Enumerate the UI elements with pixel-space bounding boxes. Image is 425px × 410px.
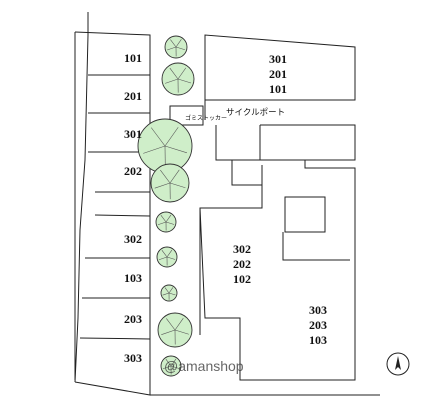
- tree-branch: [164, 287, 170, 294]
- tree-branch: [154, 182, 171, 189]
- room-box: [284, 196, 326, 233]
- tree-branch: [169, 67, 179, 80]
- building-3-rooms: 303 203 103: [298, 303, 338, 348]
- tree-branch: [162, 365, 172, 370]
- parking-label: 301: [124, 127, 142, 141]
- tree-branch: [175, 46, 186, 51]
- parking-label: 303: [124, 351, 142, 365]
- room-label: 302: [233, 242, 251, 256]
- tree-branch: [151, 127, 166, 147]
- room-label: 103: [309, 333, 327, 347]
- tree-branch: [166, 318, 176, 331]
- building-1-outline: [204, 34, 356, 101]
- tree-branch: [166, 249, 173, 258]
- tree-branch: [160, 169, 171, 184]
- room-label: 301: [269, 52, 287, 66]
- tree-branch: [160, 215, 167, 223]
- tree-branch: [177, 78, 192, 84]
- tree-branch: [165, 221, 175, 225]
- tree-branch: [169, 169, 180, 184]
- tree-branch: [168, 287, 174, 294]
- tree-branch: [165, 214, 172, 223]
- tree-branch: [157, 221, 167, 226]
- room-label: 102: [233, 272, 251, 286]
- tree-branch: [165, 359, 172, 367]
- watermark: @amanshop: [164, 358, 244, 374]
- tree-branch: [170, 39, 177, 48]
- tree-branch: [165, 78, 179, 84]
- cycle-port-label: サイクルポート: [226, 108, 286, 118]
- tree-branch: [170, 365, 180, 369]
- parking-label: 201: [124, 89, 142, 103]
- tree-branch: [174, 318, 184, 331]
- road-boundary-line: [74, 12, 89, 383]
- room-label: 303: [309, 303, 327, 317]
- garbage-stocker-outline: [169, 105, 204, 126]
- building-2-outline: [199, 160, 356, 381]
- parking-area-outline: [74, 31, 151, 396]
- building-1-rooms: 301 201 101: [258, 52, 298, 97]
- tree-branch: [143, 145, 166, 154]
- tree-branch: [167, 46, 177, 51]
- room-label: 201: [269, 67, 287, 81]
- parking-label: 101: [124, 51, 142, 65]
- parking-label: 103: [124, 271, 142, 285]
- tree-branch: [166, 256, 176, 260]
- tree-branch: [162, 292, 170, 296]
- tree-branch: [174, 329, 189, 335]
- tree-branch: [169, 182, 186, 189]
- tree-branch: [177, 67, 187, 80]
- tree-branch: [164, 127, 179, 147]
- tree-branch: [164, 145, 188, 154]
- room-label: 203: [309, 318, 327, 332]
- building-2-rooms: 302 202 102: [222, 242, 262, 287]
- cycle-port-outline: [215, 125, 261, 161]
- tree-branch: [168, 292, 176, 296]
- tree-branch: [158, 256, 168, 261]
- room-label: 202: [233, 257, 251, 271]
- tree-branch: [175, 39, 182, 48]
- parking-label: 302: [124, 232, 142, 246]
- tree-branch: [170, 358, 177, 367]
- tree-branch: [161, 250, 168, 258]
- north-compass-icon: [386, 352, 410, 376]
- garbage-stocker-label: ゴミストッカー: [185, 115, 228, 122]
- tree-branch: [161, 329, 176, 335]
- room-label: 101: [269, 82, 287, 96]
- parking-label: 202: [124, 164, 142, 178]
- parking-label: 203: [124, 312, 142, 326]
